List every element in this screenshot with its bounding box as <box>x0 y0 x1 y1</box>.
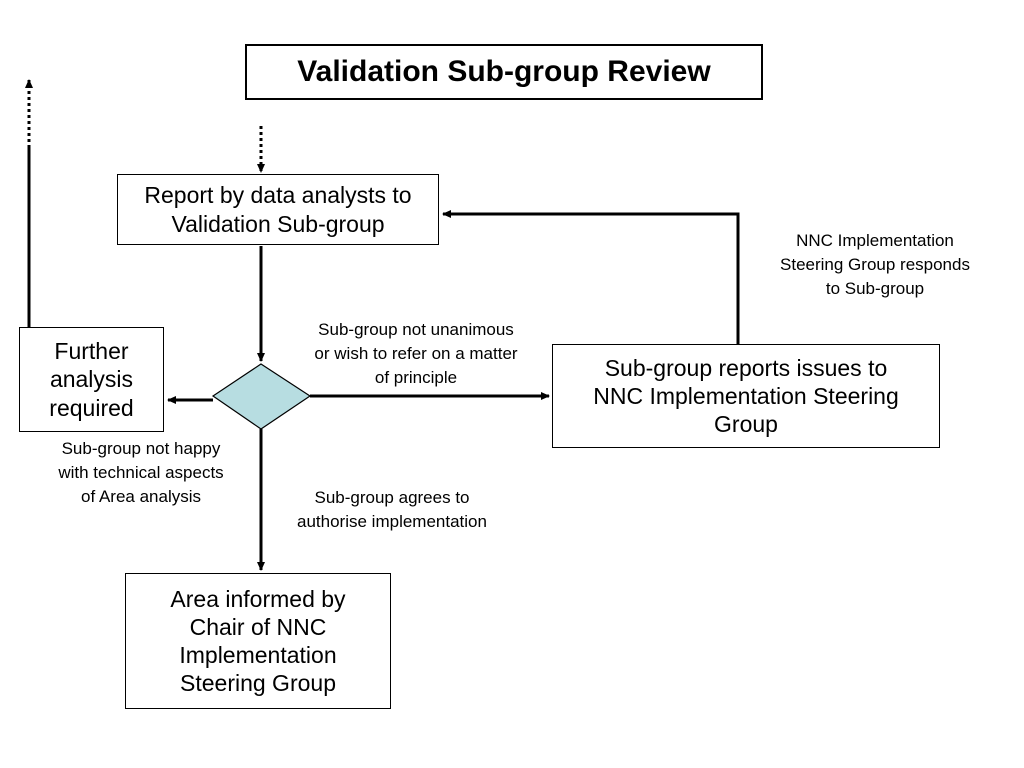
report-node: Report by data analysts to Validation Su… <box>117 174 439 245</box>
edge-label-not-happy: Sub-group not happy with technical aspec… <box>58 439 224 506</box>
further-analysis-node: Further analysis required <box>19 327 164 432</box>
page-title: Validation Sub-group Review <box>245 44 763 100</box>
issues-node: Sub-group reports issues to NNC Implemen… <box>552 344 940 448</box>
edge-label-not-unanimous: Sub-group not unanimous or wish to refer… <box>314 320 518 387</box>
arrow-issues-back-to-report <box>442 210 740 344</box>
edge-label-steering-responds: NNC Implementation Steering Group respon… <box>780 231 970 298</box>
area-informed-node: Area informed by Chair of NNC Implementa… <box>125 573 391 709</box>
edge-label-agrees: Sub-group agrees to authorise implementa… <box>297 488 487 531</box>
